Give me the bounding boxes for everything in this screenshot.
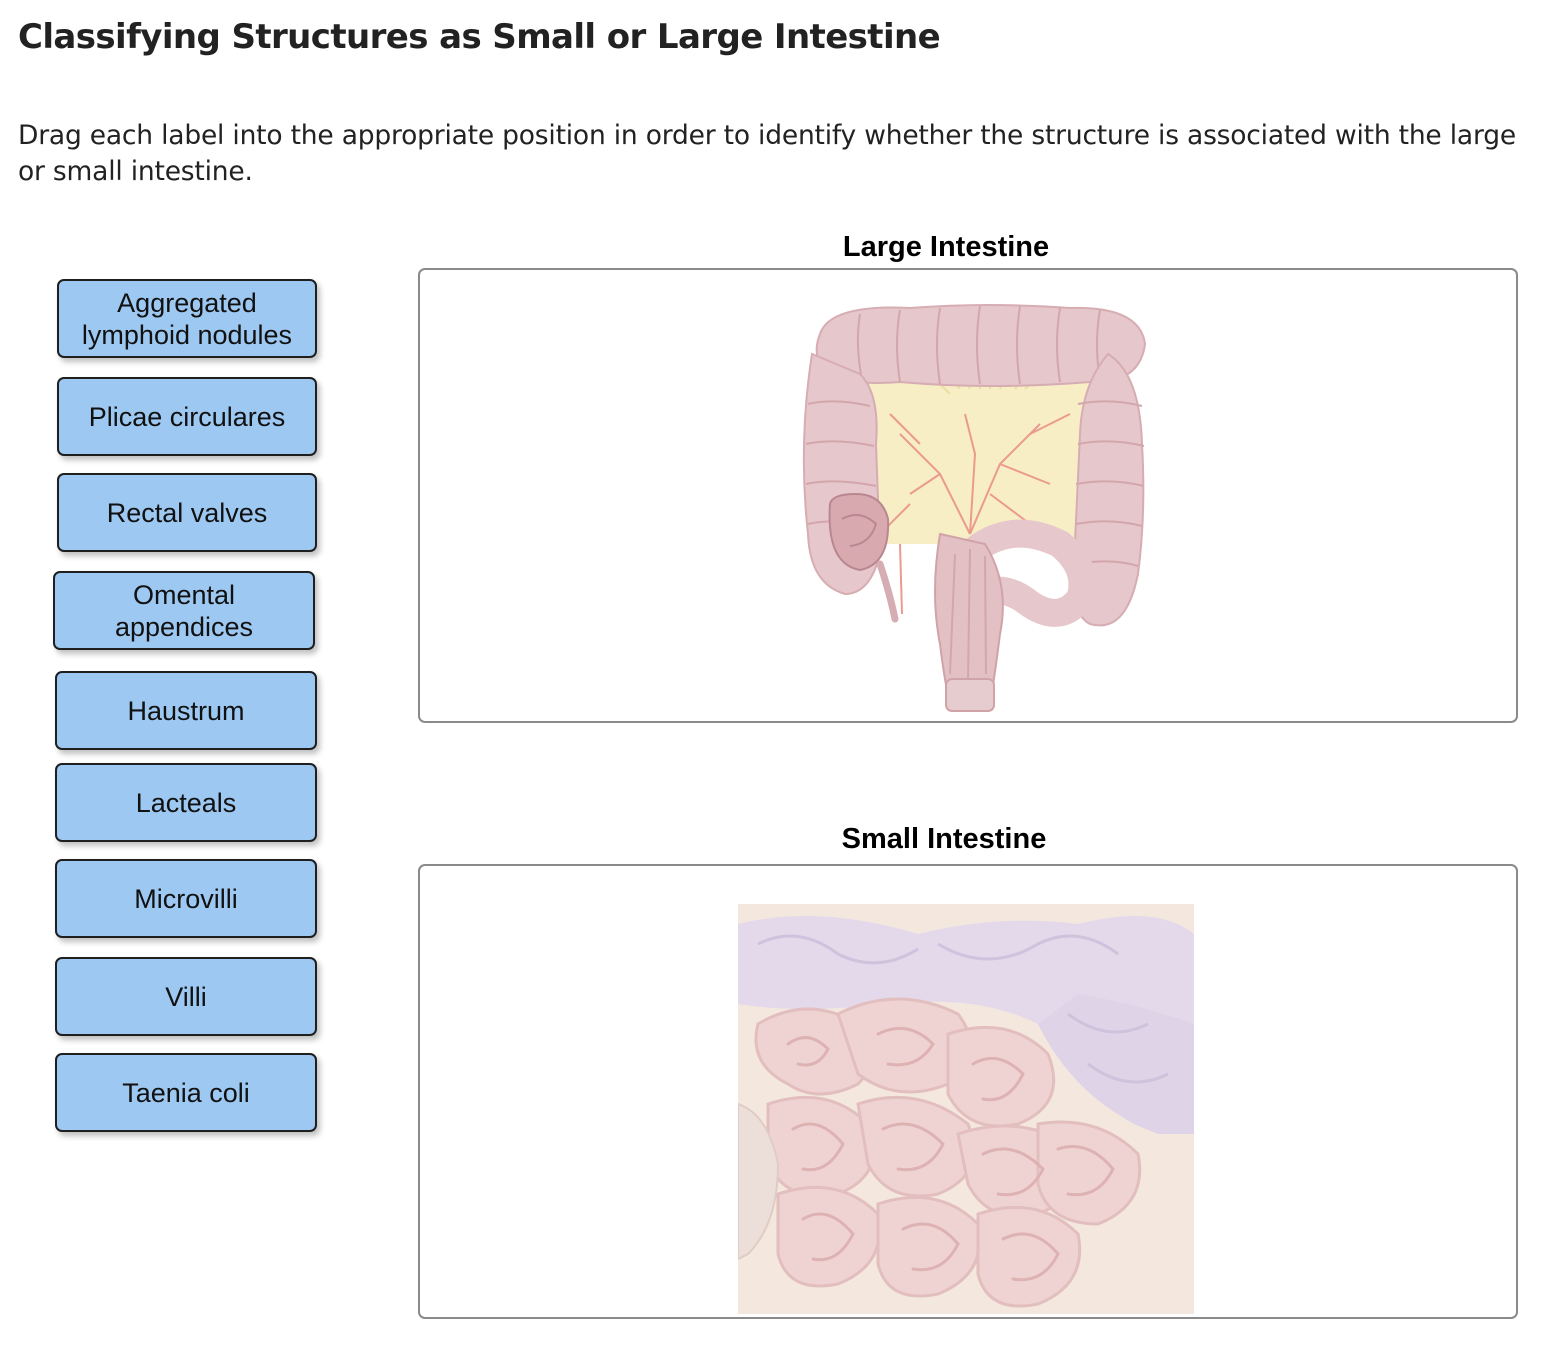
label-text: Villi xyxy=(165,981,207,1012)
label-haustrum[interactable]: Haustrum xyxy=(55,671,317,750)
large-intestine-heading: Large Intestine xyxy=(842,231,1050,263)
label-text: Taenia coli xyxy=(122,1077,250,1108)
small-intestine-heading: Small Intestine xyxy=(841,823,1047,855)
instructions-text: Drag each label into the appropriate pos… xyxy=(18,120,1516,187)
label-plicae-circulares[interactable]: Plicae circulares xyxy=(57,377,317,456)
label-text: Microvilli xyxy=(134,883,238,914)
small-intestine-drop-zone[interactable] xyxy=(418,864,1518,1319)
label-text: Rectal valves xyxy=(106,497,268,528)
large-intestine-drop-zone[interactable] xyxy=(418,268,1518,723)
page-title: Classifying Structures as Small or Large… xyxy=(18,17,941,57)
label-text: Haustrum xyxy=(127,695,245,726)
label-microvilli[interactable]: Microvilli xyxy=(55,859,317,938)
large-intestine-illustration xyxy=(802,304,1147,712)
label-villi[interactable]: Villi xyxy=(55,957,317,1036)
label-taenia-coli[interactable]: Taenia coli xyxy=(55,1053,317,1132)
small-intestine-illustration xyxy=(738,904,1194,1314)
label-lacteals[interactable]: Lacteals xyxy=(55,763,317,842)
label-rectal-valves[interactable]: Rectal valves xyxy=(57,473,317,552)
label-text: Lacteals xyxy=(135,787,237,818)
label-text: Plicae circulares xyxy=(88,401,286,432)
